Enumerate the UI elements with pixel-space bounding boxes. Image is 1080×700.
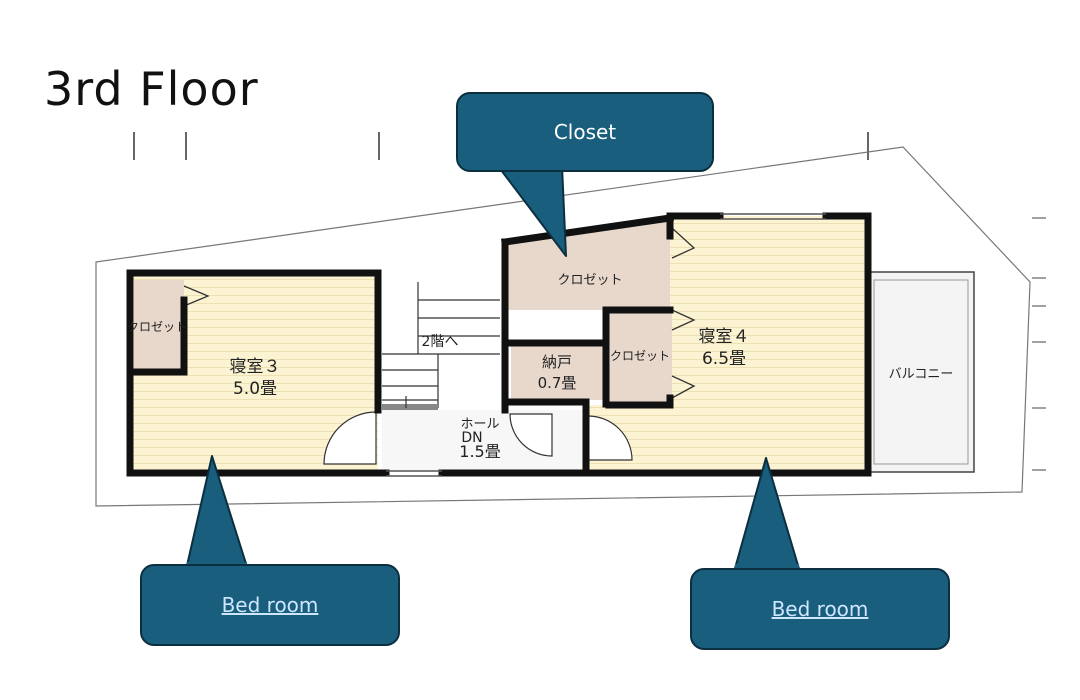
balcony-label: バルコニー <box>889 367 954 382</box>
bedroom-left-link[interactable]: Bed room <box>221 593 319 617</box>
bedroom-right-link[interactable]: Bed room <box>771 597 869 621</box>
closet-mid <box>609 310 672 404</box>
dimension-ticks <box>133 132 869 160</box>
hall-dn: DN <box>461 430 482 446</box>
hall-name: ホール <box>460 417 499 432</box>
bedroom-left-callout: Bed room <box>140 564 400 646</box>
bedroom3-name: 寝室３ <box>230 356 281 377</box>
door-swings <box>323 411 633 465</box>
closet-callout-text: Closet <box>553 120 617 144</box>
stair-label: 2階へ <box>422 334 459 350</box>
staircase <box>382 280 502 410</box>
bedroom-4 <box>670 216 868 472</box>
closet-callout: Closet <box>456 92 714 172</box>
storage <box>511 343 606 400</box>
bedroom-right-callout: Bed room <box>690 568 950 650</box>
balcony <box>867 271 975 473</box>
storage-size: 0.7畳 <box>538 374 577 392</box>
bedroom4-size: 6.5畳 <box>702 349 746 369</box>
right-dimension-ticks <box>1032 217 1046 471</box>
hall-size: 1.5畳 <box>459 442 500 461</box>
closet-left-label: クロゼット <box>127 320 187 334</box>
windows <box>386 213 826 477</box>
walls <box>126 212 872 477</box>
lot-boundary <box>95 146 1031 507</box>
closet-left <box>134 280 184 372</box>
closet-doors <box>183 227 696 399</box>
closet-top-label: クロゼット <box>557 273 622 288</box>
storage-name: 納戸 <box>542 353 572 371</box>
bedroom3-size: 5.0畳 <box>233 379 277 399</box>
bedroom4-name: 寝室４ <box>699 326 750 347</box>
page-title: 3rd Floor <box>44 62 259 116</box>
closet-mid-label: クロゼット <box>610 349 670 363</box>
